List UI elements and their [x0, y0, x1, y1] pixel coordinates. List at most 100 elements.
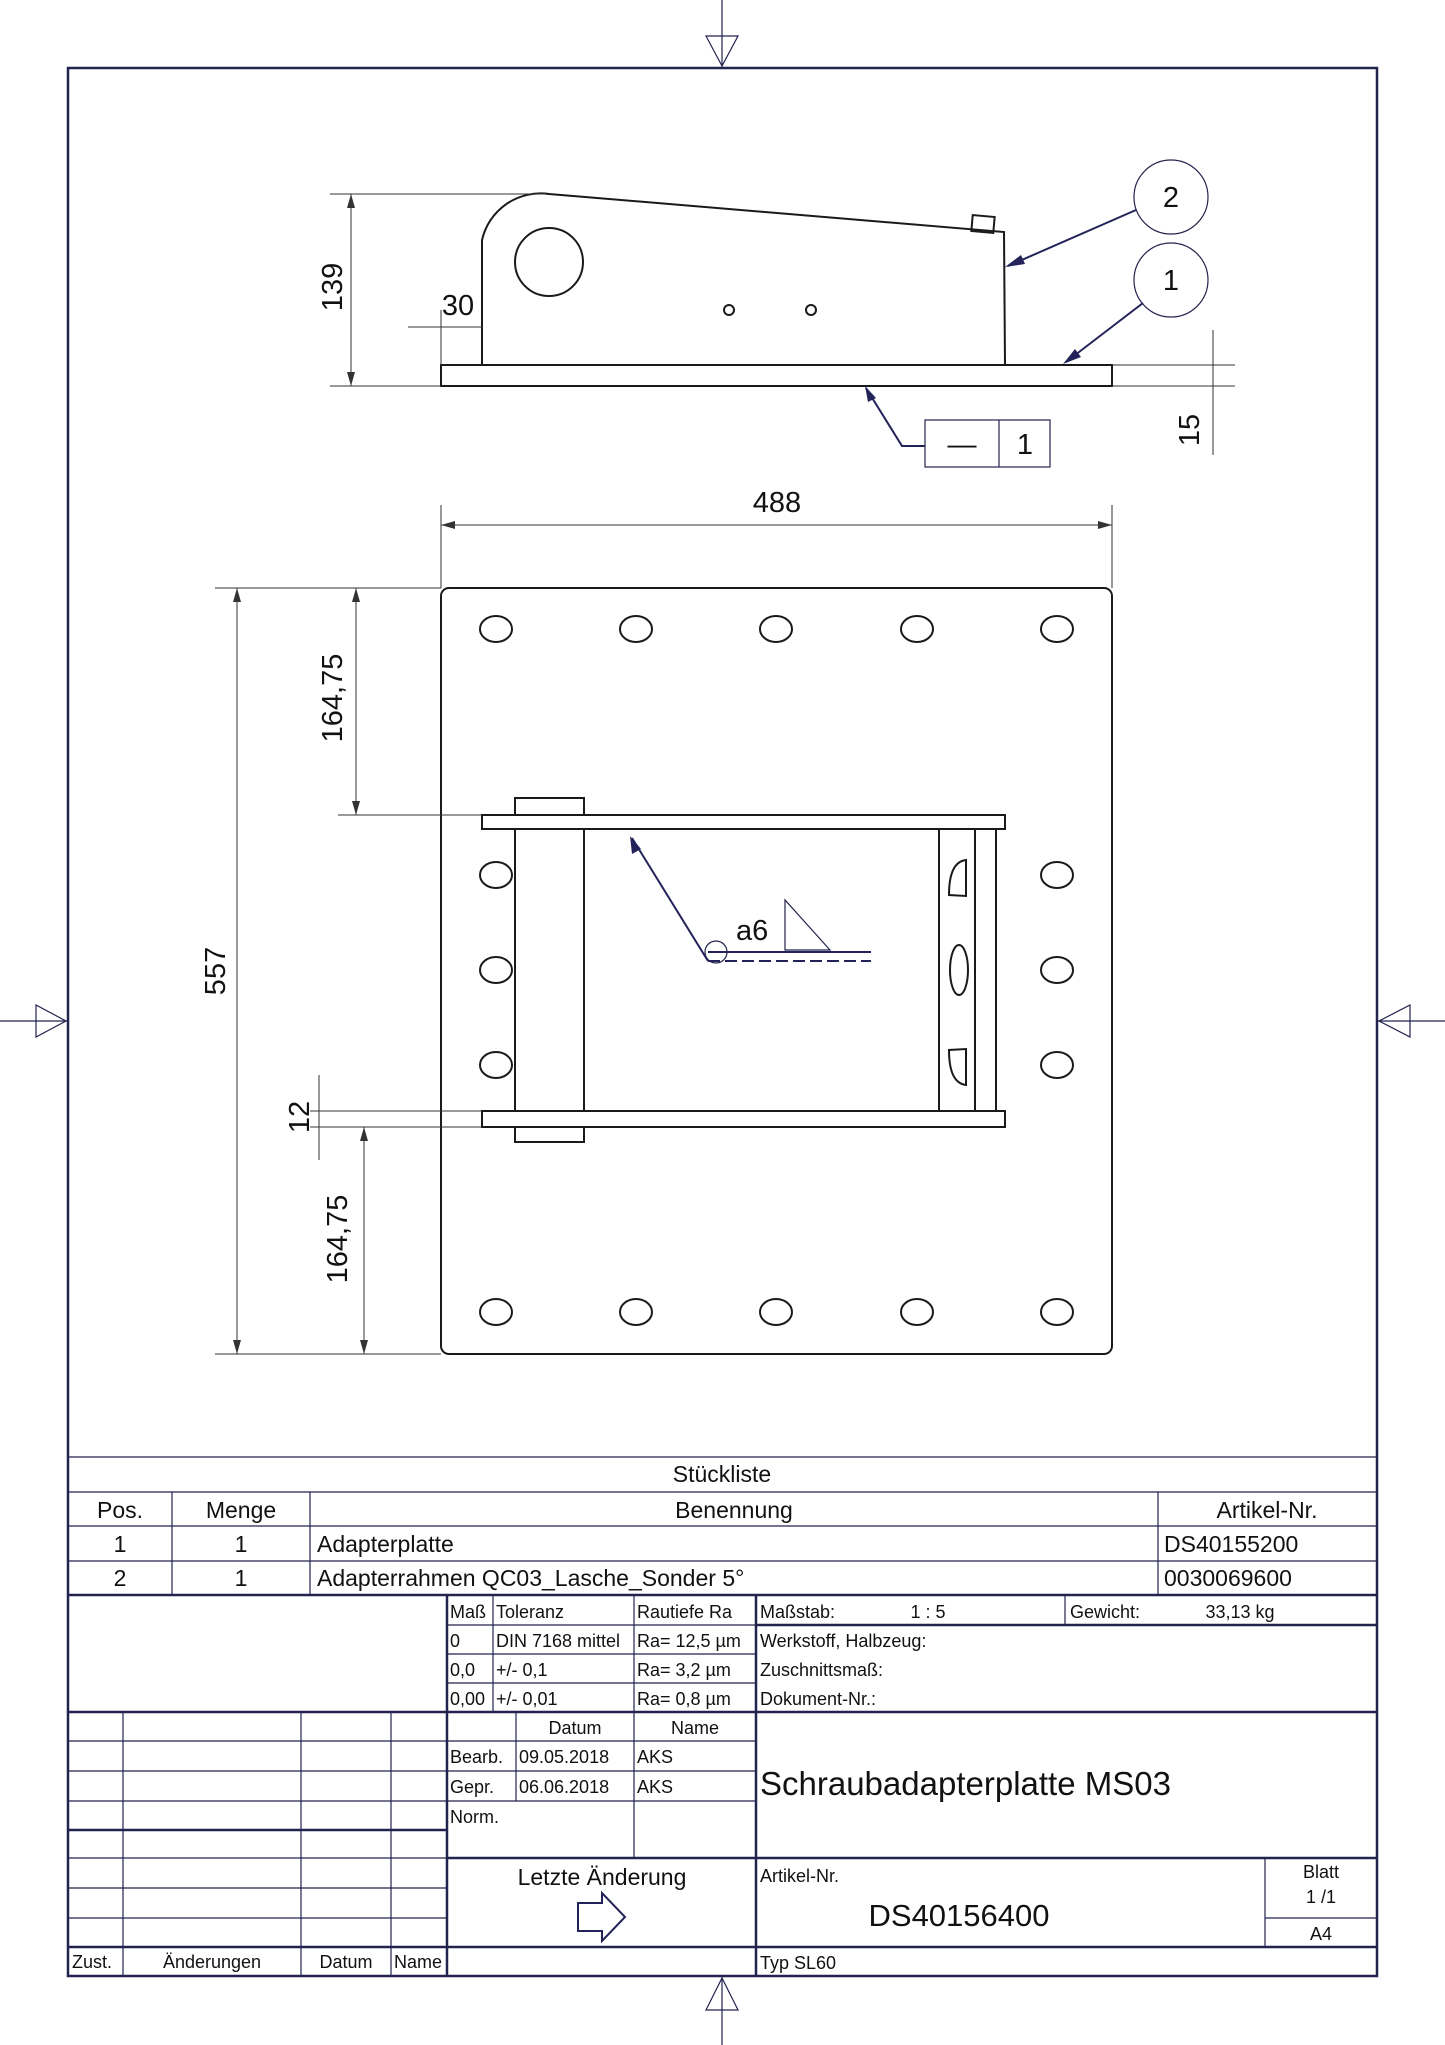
- frame-body-side: [481, 192, 1006, 366]
- small-hole: [805, 304, 817, 316]
- header-pos: Pos.: [97, 1497, 143, 1523]
- balloon-2-label: 2: [1163, 182, 1179, 214]
- arrow-right-icon: [577, 1890, 627, 1944]
- bolt-hole: [479, 615, 513, 643]
- cell-text: DIN 7168 mittel: [496, 1631, 620, 1651]
- bolt-hole: [479, 861, 513, 889]
- frame-tab-top: [514, 797, 585, 816]
- article-number-label: Artikel-Nr.: [760, 1866, 839, 1886]
- tol-header-toleranz: Toleranz: [496, 1602, 564, 1622]
- frame-bottom-bar: [481, 1110, 1006, 1128]
- cell-text: Ra= 12,5 µm: [637, 1631, 741, 1651]
- type-label: Typ SL60: [760, 1953, 836, 1973]
- dim-side-offset: 30: [442, 290, 474, 322]
- bolt-hole: [1040, 1298, 1074, 1326]
- base-plate-top: [440, 587, 1113, 1355]
- cell-text: Adapterplatte: [317, 1531, 454, 1557]
- base-plate-side: [440, 364, 1113, 387]
- cell-text: 2: [114, 1565, 127, 1591]
- cell-text: Gepr.: [450, 1777, 494, 1797]
- cell-text: 0030069600: [1164, 1565, 1292, 1591]
- bolt-hole: [1040, 615, 1074, 643]
- table-row: 1 1 Adapterplatte DS40155200: [114, 1531, 1299, 1557]
- cell-text: Datum: [548, 1718, 601, 1738]
- scale-label: Maßstab:: [760, 1602, 835, 1622]
- cell-text: +/- 0,01: [496, 1689, 558, 1709]
- cell-text: AKS: [637, 1747, 673, 1767]
- dim-plate-thickness: 15: [1174, 414, 1206, 446]
- header-menge: Menge: [206, 1497, 276, 1523]
- bolt-hole: [1040, 1051, 1074, 1079]
- header-benennung: Benennung: [675, 1497, 793, 1523]
- cut-size-label: Zuschnittsmaß:: [760, 1660, 883, 1680]
- dim-side-height: 139: [317, 263, 349, 311]
- cell-text: Ra= 3,2 µm: [637, 1660, 731, 1680]
- cell-text: Änderungen: [163, 1952, 261, 1972]
- cell-text: 0,0: [450, 1660, 475, 1680]
- slot: [949, 944, 969, 996]
- cell-text: Bearb.: [450, 1747, 503, 1767]
- cell-text: Ra= 0,8 µm: [637, 1689, 731, 1709]
- document-number-label: Dokument-Nr.:: [760, 1689, 876, 1709]
- bolt-hole: [479, 956, 513, 984]
- header-artikel: Artikel-Nr.: [1217, 1497, 1318, 1523]
- bolt-hole: [759, 1298, 793, 1326]
- bolt-hole: [759, 615, 793, 643]
- slot: [947, 1047, 967, 1087]
- last-change-label: Letzte Änderung: [518, 1864, 687, 1890]
- bolt-hole: [900, 615, 934, 643]
- tolerance-row: 0,00 +/- 0,01 Ra= 0,8 µm: [450, 1689, 731, 1709]
- top-view: a6 488 557 164,75 12 164,75: [200, 487, 1113, 1355]
- tol-header-mass: Maß: [450, 1602, 486, 1622]
- drawing-title: Schraubadapterplatte MS03: [760, 1765, 1171, 1802]
- side-view: 139 30 15 2 1 — 1: [317, 159, 1235, 468]
- cell-text: 1: [114, 1531, 127, 1557]
- weight-value: 33,13 kg: [1205, 1602, 1274, 1622]
- slot: [947, 858, 967, 898]
- cell-text: Datum: [319, 1952, 372, 1972]
- weight-label: Gewicht:: [1070, 1602, 1140, 1622]
- cell-text: 1: [235, 1531, 248, 1557]
- dim-bar-thickness: 12: [284, 1101, 316, 1133]
- bolt-hole: [479, 1051, 513, 1079]
- paper-format: A4: [1310, 1924, 1332, 1944]
- cell-text: Zust.: [72, 1952, 112, 1972]
- balloon-1: [1133, 242, 1209, 318]
- bolt-hole: [900, 1298, 934, 1326]
- sheet-number: 1 /1: [1306, 1887, 1336, 1907]
- bolt-hole: [1040, 861, 1074, 889]
- cell-text: 06.06.2018: [519, 1777, 609, 1797]
- small-tab: [970, 213, 996, 235]
- cell-text: Adapterrahmen QC03_Lasche_Sonder 5°: [317, 1565, 744, 1591]
- material-label: Werkstoff, Halbzeug:: [760, 1631, 926, 1651]
- article-number: DS40156400: [869, 1898, 1050, 1933]
- cell-text: Name: [671, 1718, 719, 1738]
- table-row: 2 1 Adapterrahmen QC03_Lasche_Sonder 5° …: [114, 1565, 1292, 1591]
- pin-hole: [514, 227, 584, 297]
- balloon-2: [1133, 159, 1209, 235]
- bolt-hole: [1040, 956, 1074, 984]
- frame-tab-bottom: [514, 1126, 585, 1143]
- flatness-symbol: —: [948, 429, 977, 461]
- frame-top-bar: [481, 814, 1006, 830]
- bolt-holes: [479, 615, 1074, 1326]
- small-hole: [723, 304, 735, 316]
- bolt-hole: [479, 1298, 513, 1326]
- sheet-label: Blatt: [1303, 1862, 1339, 1882]
- cell-text: +/- 0,1: [496, 1660, 548, 1680]
- dim-plate-height: 557: [200, 947, 232, 995]
- parts-list: Stückliste Pos. Menge Benennung Artikel-…: [68, 1456, 1377, 1597]
- frame-left-upright: [514, 828, 585, 1112]
- scale-value: 1 : 5: [910, 1602, 945, 1622]
- cell-text: 0,00: [450, 1689, 485, 1709]
- cell-text: DS40155200: [1164, 1531, 1298, 1557]
- approval-row: Norm.: [450, 1807, 499, 1827]
- dim-bottom-distance: 164,75: [322, 1195, 354, 1284]
- cell-text: Norm.: [450, 1807, 499, 1827]
